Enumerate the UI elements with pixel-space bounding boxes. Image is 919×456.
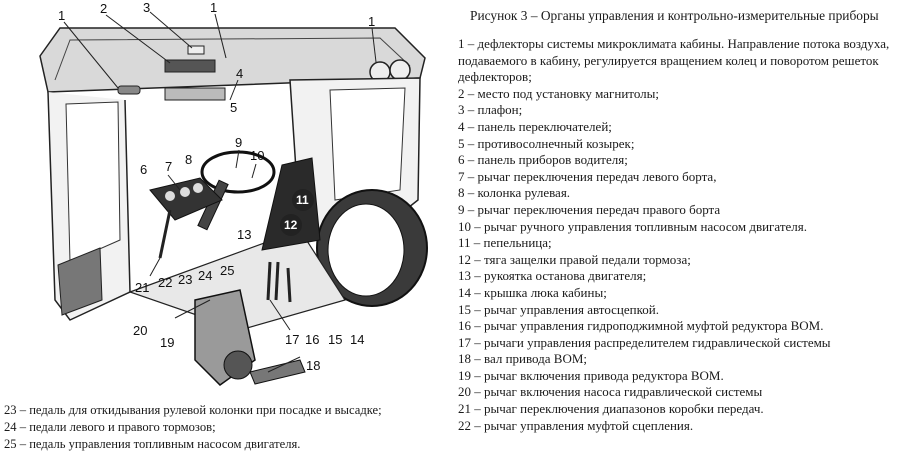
callout-19: 19 — [160, 335, 174, 350]
callout-11: 11 — [296, 193, 309, 207]
legend-item: 18 – вал привода ВОМ; — [458, 351, 588, 367]
callout-15: 15 — [328, 332, 342, 347]
legend-item: 1 – дефлекторы системы микроклимата каби… — [458, 36, 890, 85]
callout-1b: 1 — [210, 0, 217, 15]
callout-7: 7 — [165, 159, 172, 174]
callout-14: 14 — [350, 332, 364, 347]
legend-item: 2 – место под установку магнитолы; — [458, 85, 659, 101]
legend-item: 4 – панель переключателей; — [458, 118, 612, 134]
dashboard-panel — [149, 177, 223, 221]
callout-23: 23 — [178, 272, 192, 287]
legend-item: 7 – рычаг переключения передач левого бо… — [458, 168, 717, 184]
legend-item: 17 – рычаги управления распределителем г… — [458, 334, 831, 350]
callout-9: 9 — [235, 135, 242, 150]
callout-18: 18 — [306, 358, 320, 373]
callout-24: 24 — [198, 268, 212, 283]
callout-13: 13 — [237, 227, 251, 242]
cab-window-right — [329, 87, 406, 201]
callout-2: 2 — [100, 1, 107, 16]
callout-17: 17 — [285, 332, 299, 347]
deflector-left — [117, 85, 141, 95]
legend-item: 6 – панель приборов водителя; — [458, 152, 628, 168]
callout-10: 10 — [250, 148, 264, 163]
legend-item: 14 – крышка люка кабины; — [458, 284, 607, 300]
legend-item: 5 – противосолнечный козырек; — [458, 135, 635, 151]
callout-5: 5 — [230, 100, 237, 115]
legend-item: 22 – рычаг управления муфтой сцепления. — [458, 417, 694, 433]
callout-3: 3 — [143, 0, 150, 15]
legend-item: 15 – рычаг управления автосцепкой. — [458, 301, 659, 317]
legend-item: 19 – рычаг включения привода редуктора В… — [458, 367, 724, 383]
legend-item: 20 – рычаг включения насоса гидравлическ… — [458, 384, 763, 400]
callout-1c: 1 — [368, 14, 375, 29]
wheel-arch-inner — [327, 203, 405, 297]
tractor-cab-illustration: 1 2 3 1 4 5 1 6 7 8 9 10 11 12 13 21 22 … — [39, 0, 428, 386]
legend-item: 8 – колонка рулевая. — [458, 185, 571, 201]
sun-visor — [164, 87, 226, 101]
cab-window-left — [65, 101, 121, 263]
callout-12: 12 — [284, 218, 298, 232]
callout-20: 20 — [133, 323, 147, 338]
badge-12-circle — [280, 214, 302, 236]
callout-1a: 1 — [58, 8, 65, 23]
legend-item: 12 – тяга защелки правой педали тормоза; — [458, 251, 691, 267]
callout-25: 25 — [220, 263, 234, 278]
badge-11-circle — [292, 189, 314, 211]
figure-caption: Рисунок 3 – Органы управления и контроль… — [470, 8, 879, 23]
headlamp-right — [389, 59, 411, 81]
legend-item: 11 – пепельница; — [458, 235, 552, 251]
callout-22: 22 — [158, 275, 172, 290]
driver-seat — [261, 157, 321, 251]
legend-item: 3 – плафон; — [458, 102, 523, 118]
legend-item: 25 – педаль управления топливным насосом… — [4, 437, 301, 451]
legend-list-bottom: 23 – педаль для откидывания рулевой коло… — [4, 402, 459, 453]
legend-list-right: 1 – дефлекторы системы микроклимата каби… — [458, 36, 913, 434]
steering-wheel — [200, 150, 276, 194]
callout-6: 6 — [140, 162, 147, 177]
pto-shaft — [249, 359, 306, 385]
callout-4: 4 — [236, 66, 243, 81]
legend-item: 13 – рукоятка останова двигателя; — [458, 268, 647, 284]
legend-item: 9 – рычаг переключения передач правого б… — [458, 201, 721, 217]
dome-light — [187, 45, 205, 55]
legend-item: 24 – педали левого и правого тормозов; — [4, 420, 216, 434]
radio-slot — [164, 59, 216, 73]
callout-21: 21 — [135, 280, 149, 295]
callout-8: 8 — [185, 152, 192, 167]
callout-16: 16 — [305, 332, 319, 347]
legend-item: 21 – рычаг переключения диапазонов короб… — [458, 401, 764, 417]
legend-item: 16 – рычаг управления гидроподжимной муф… — [458, 318, 824, 334]
roof-inner-edge — [54, 37, 411, 81]
legend-item: 10 – рычаг ручного управления топливным … — [458, 218, 807, 234]
legend-item: 23 – педаль для откидывания рулевой коло… — [4, 403, 382, 417]
grille — [57, 247, 103, 316]
